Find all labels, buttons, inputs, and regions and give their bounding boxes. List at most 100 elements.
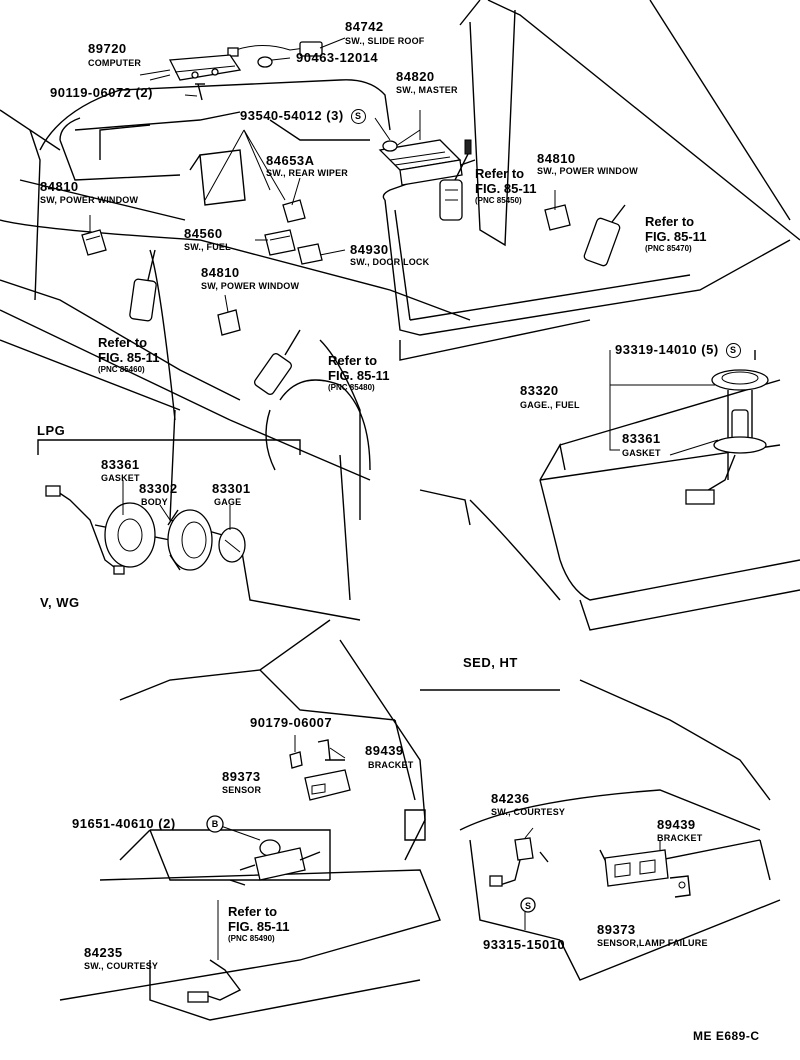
section-label-lpg: LPG <box>37 423 66 438</box>
callout-89720-number: 89720 <box>88 41 127 56</box>
callout-89439-left-name: BRACKET <box>368 760 414 770</box>
callout-84810-center-name: SW, POWER WINDOW <box>201 281 300 291</box>
refer-85490-pnc: (PNC 85490) <box>228 934 275 943</box>
callout-89439-right-number: 89439 <box>657 817 696 832</box>
callout-91651-40610-number: 91651-40610 <box>72 816 155 831</box>
callout-83361-right-number: 83361 <box>622 431 661 446</box>
callout-89720-name: COMPUTER <box>88 58 142 68</box>
refer-85450-line2: FIG. 85-11 <box>475 181 537 196</box>
callout-84820-number: 84820 <box>396 69 435 84</box>
refer-85490-line2: FIG. 85-11 <box>228 919 290 934</box>
callout-93540-54012: 93540-54012 (3) S <box>240 108 366 125</box>
callout-84810-center-number: 84810 <box>201 265 240 280</box>
callout-84930-name: SW., DOOR LOCK <box>350 257 430 267</box>
callout-84810-right-name: SW., POWER WINDOW <box>537 166 638 176</box>
callout-84742-name: SW., SLIDE ROOF <box>345 36 425 46</box>
callout-89373-left-name: SENSOR <box>222 785 262 795</box>
refer-85460-line2: FIG. 85-11 <box>98 350 160 365</box>
callout-90119-06072-number: 90119-06072 <box>50 85 132 100</box>
refer-85450-line1: Refer to <box>475 166 525 181</box>
refer-block-85490: Refer to FIG. 85-11 (PNC 85490) <box>228 905 289 943</box>
callout-84653a-number: 84653A <box>266 153 315 168</box>
refer-block-85450: Refer to FIG. 85-11 (PNC 85450) <box>475 167 536 205</box>
s-mark-circles <box>206 815 536 913</box>
refer-85470-line2: FIG. 85-11 <box>645 229 707 244</box>
callout-89373-right-number: 89373 <box>597 922 636 937</box>
callout-84742-number: 84742 <box>345 19 384 34</box>
callout-83302-number: 83302 <box>139 481 178 496</box>
callout-90179-06007-number: 90179-06007 <box>250 715 333 730</box>
refer-85480-line2: FIG. 85-11 <box>328 368 390 383</box>
lpg-parts-drawing <box>45 480 246 575</box>
fuel-gage-sender-drawing <box>609 350 769 505</box>
callout-84820-name: SW., MASTER <box>396 85 458 95</box>
fuel-switch-drawing <box>264 229 296 256</box>
callout-89439-left-number: 89439 <box>365 743 404 758</box>
callout-83361-right-name: GASKET <box>622 448 661 458</box>
callout-93319-14010-number: 93319-14010 <box>615 342 698 357</box>
callout-93319-14010-qty: (5) <box>701 342 719 357</box>
callout-89373-left-number: 89373 <box>222 769 261 784</box>
callout-84235-number: 84235 <box>84 945 123 960</box>
callout-83361-left-number: 83361 <box>101 457 140 472</box>
callout-84236-name: SW., COURTESY <box>491 807 566 817</box>
s-mark-icon: S <box>350 109 366 125</box>
lpg-bracket-frame <box>37 439 301 455</box>
callout-90119-06072: 90119-06072 (2) <box>50 86 153 99</box>
screw-9011906072-drawing <box>195 83 205 101</box>
power-window-switch-center-drawing <box>217 309 241 336</box>
wagon-parts-drawing <box>187 735 351 1003</box>
refer-block-85480: Refer to FIG. 85-11 (PNC 85480) <box>328 354 389 392</box>
callout-84930-number: 84930 <box>350 242 389 257</box>
callout-84810-right-number: 84810 <box>537 151 576 166</box>
callout-84235-name: SW., COURTESY <box>84 961 159 971</box>
refer-85470-pnc: (PNC 85470) <box>645 244 692 253</box>
slide-roof-switch-drawing <box>227 41 323 57</box>
refer-block-85460: Refer to FIG. 85-11 (PNC 85460) <box>98 336 159 374</box>
callout-84810-left-number: 84810 <box>40 179 79 194</box>
master-switch-drawing <box>378 129 463 186</box>
callout-84810-left-name: SW, POWER WINDOW <box>40 195 139 205</box>
refer-85450-pnc: (PNC 85450) <box>475 196 522 205</box>
callout-83301-number: 83301 <box>212 481 251 496</box>
callout-84560-number: 84560 <box>184 226 223 241</box>
b-mark-icon: B <box>211 819 219 829</box>
callout-83301-name: GAGE <box>214 497 242 507</box>
callout-90119-06072-qty: (2) <box>135 85 153 100</box>
refer-block-85470: Refer to FIG. 85-11 (PNC 85470) <box>645 215 706 253</box>
callout-91651-40610-qty: (2) <box>158 816 176 831</box>
callout-93540-54012-qty: (3) <box>326 108 344 123</box>
leader-lines-top <box>89 37 556 313</box>
sedan-parts-drawing <box>489 827 691 930</box>
door-lock-switch-drawing <box>297 243 323 265</box>
callout-84653a-name: SW., REAR WIPER <box>266 168 349 178</box>
section-label-vwg: V, WG <box>40 595 80 610</box>
power-window-switch-right-drawing <box>544 204 571 231</box>
callout-83361-left-name: GASKET <box>101 473 140 483</box>
refer-85480-line1: Refer to <box>328 353 378 368</box>
callout-91651-40610: 91651-40610 (2) <box>72 817 176 830</box>
computer-drawing <box>139 54 242 81</box>
relay-85450-drawing <box>439 139 472 221</box>
callout-84560-name: SW., FUEL <box>184 242 231 252</box>
callout-83302-name: BODY <box>141 497 168 507</box>
refer-85490-line1: Refer to <box>228 904 278 919</box>
s-mark-icon: S <box>725 343 741 359</box>
callout-84236-number: 84236 <box>491 791 530 806</box>
refer-85480-pnc: (PNC 85480) <box>328 383 375 392</box>
s-mark-icon: S <box>524 901 531 911</box>
callout-93540-54012-number: 93540-54012 <box>240 108 323 123</box>
callout-89439-right-name: BRACKET <box>657 833 703 843</box>
refer-85470-line1: Refer to <box>645 214 695 229</box>
refer-85460-line1: Refer to <box>98 335 148 350</box>
bolt-9046312014-drawing <box>257 56 273 68</box>
rear-wiper-switch-drawing <box>282 199 306 223</box>
relay-85480-drawing <box>254 329 301 395</box>
callout-83320-number: 83320 <box>520 383 559 398</box>
relay-85460-drawing <box>129 249 157 322</box>
callout-93319-14010: 93319-14010 (5) S <box>615 342 741 359</box>
callout-93315-15010-number: 93315-15010 <box>483 937 566 952</box>
callout-90463-12014-number: 90463-12014 <box>296 50 379 65</box>
